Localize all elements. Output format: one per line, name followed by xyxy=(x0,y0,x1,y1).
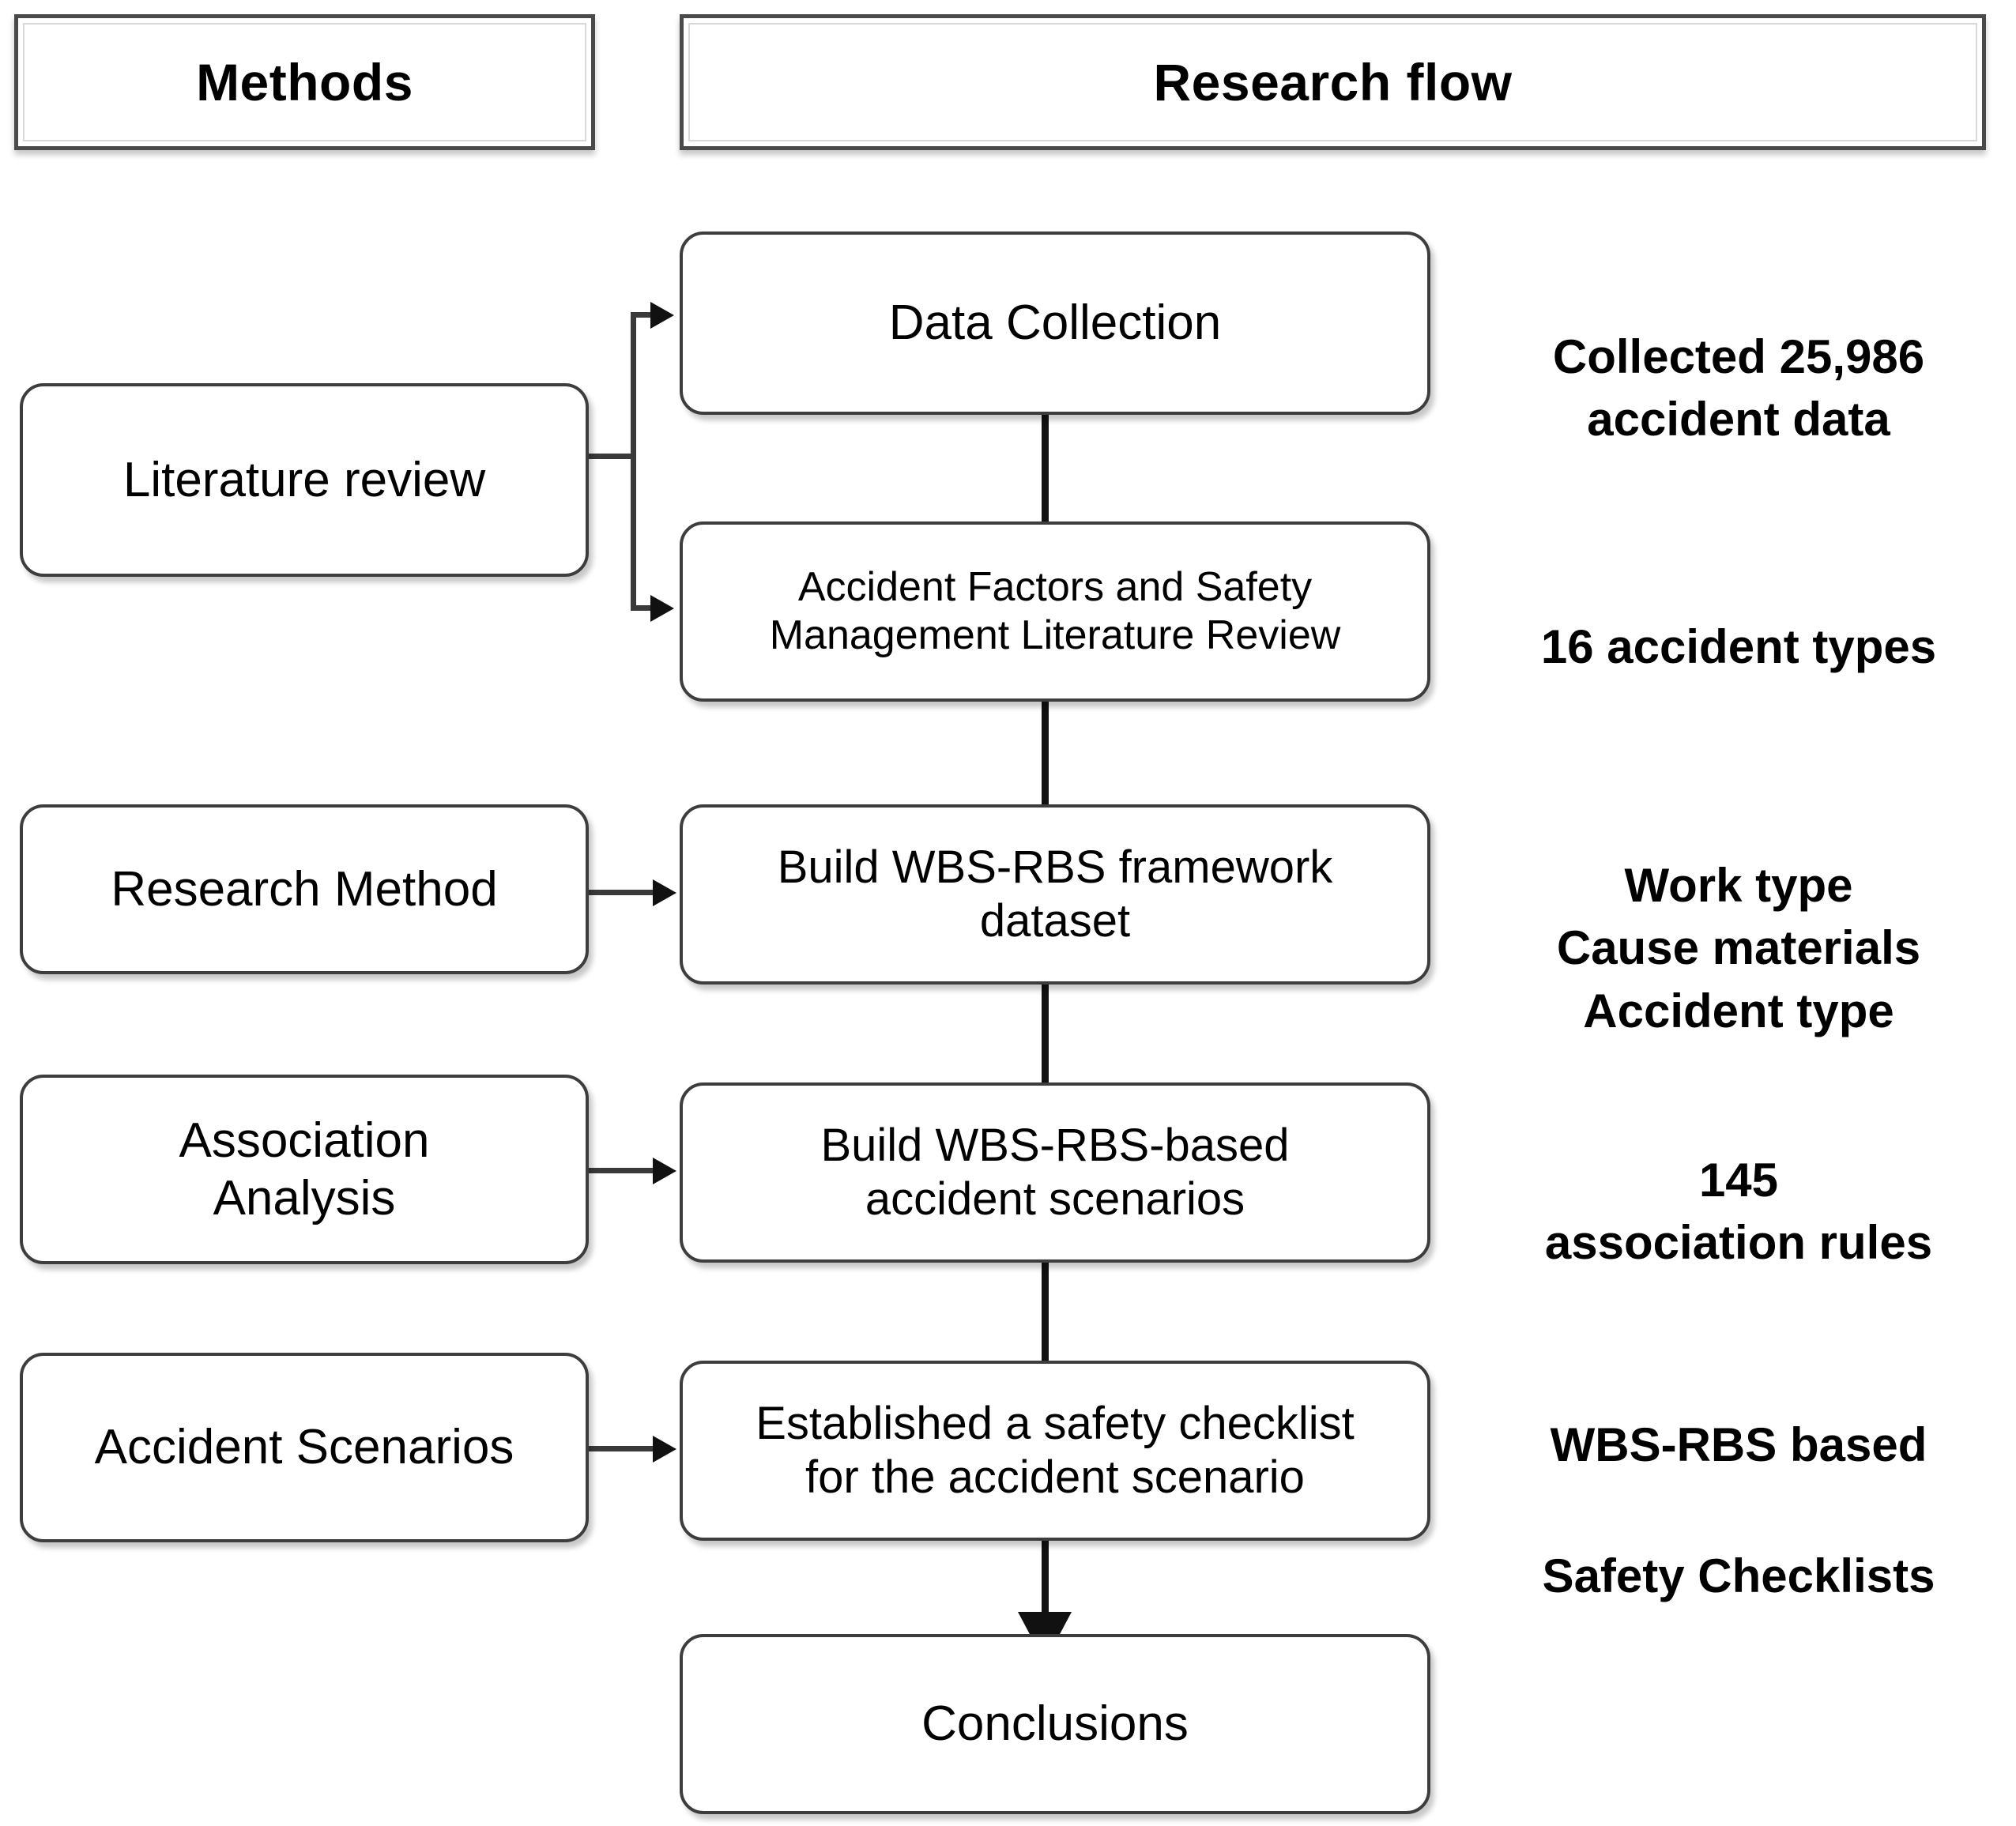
node-established-safety-checklist[interactable]: Established a safety checklist for the a… xyxy=(680,1361,1430,1541)
annotation-safety-checklists-label: Safety Checklists xyxy=(1542,1549,1935,1603)
annotation-collected-accident-data-label: Collected 25,986 accident data xyxy=(1552,330,1925,446)
annotation-safety-checklists: Safety Checklists xyxy=(1466,1482,2011,1607)
connector-literature-review-stub xyxy=(589,454,636,459)
node-accident-scenarios[interactable]: Accident Scenarios xyxy=(20,1353,589,1542)
connector-branch-upper xyxy=(631,312,662,318)
annotation-accident-types: 16 accident types xyxy=(1466,553,2011,678)
node-literature-review[interactable]: Literature review xyxy=(20,383,589,577)
connector-scenarios-to-checklist xyxy=(1042,1255,1049,1369)
connector-literature-review-riser xyxy=(631,314,636,611)
header-methods-label: Methods xyxy=(196,53,413,111)
node-data-collection-label: Data Collection xyxy=(888,296,1222,351)
header-methods: Methods xyxy=(14,14,595,150)
connector-framework-to-scenarios xyxy=(1042,976,1049,1090)
arrowhead-data-collection-icon xyxy=(650,302,674,329)
annotation-wbs-rbs-dimensions: Work type Cause materials Accident type xyxy=(1466,792,2011,1042)
connector-research-method-to-framework xyxy=(589,890,664,895)
annotation-wbs-rbs-dimensions-label: Work type Cause materials Accident type xyxy=(1556,859,1921,1037)
node-build-wbs-rbs-framework-dataset[interactable]: Build WBS-RBS framework dataset xyxy=(680,804,1430,985)
header-research-flow: Research flow xyxy=(680,14,1986,150)
annotation-wbs-rbs-based-label: WBS-RBS based xyxy=(1550,1418,1927,1472)
annotation-association-rules-label: 145 association rules xyxy=(1544,1154,1933,1270)
arrowhead-framework-icon xyxy=(653,879,676,906)
node-research-method-label: Research Method xyxy=(111,861,498,917)
arrowhead-scenarios-icon xyxy=(653,1158,676,1184)
annotation-association-rules: 145 association rules xyxy=(1466,1086,2011,1274)
arrowhead-checklist-icon xyxy=(653,1436,676,1463)
connector-checklist-to-conclusions xyxy=(1042,1525,1049,1620)
annotation-collected-accident-data: Collected 25,986 accident data xyxy=(1466,263,2011,451)
node-data-collection[interactable]: Data Collection xyxy=(680,232,1430,415)
node-conclusions[interactable]: Conclusions xyxy=(680,1634,1430,1814)
connector-literature-review-to-framework xyxy=(1042,695,1049,810)
connector-association-analysis-to-scenarios xyxy=(589,1168,664,1173)
header-research-flow-label: Research flow xyxy=(1153,53,1513,111)
annotation-accident-types-label: 16 accident types xyxy=(1540,620,1937,674)
connector-accident-scenarios-to-checklist xyxy=(589,1446,664,1451)
node-accident-factors-literature-review-label: Accident Factors and Safety Management L… xyxy=(769,563,1341,658)
node-build-wbs-rbs-accident-scenarios-label: Build WBS-RBS-based accident scenarios xyxy=(820,1119,1290,1225)
node-conclusions-label: Conclusions xyxy=(921,1696,1189,1752)
node-established-safety-checklist-label: Established a safety checklist for the a… xyxy=(756,1397,1355,1503)
node-accident-scenarios-label: Accident Scenarios xyxy=(94,1420,514,1475)
node-association-analysis[interactable]: Association Analysis xyxy=(20,1075,589,1264)
connector-data-collection-to-literature-review xyxy=(1042,411,1049,529)
node-build-wbs-rbs-accident-scenarios[interactable]: Build WBS-RBS-based accident scenarios xyxy=(680,1082,1430,1263)
connector-branch-lower xyxy=(631,605,662,611)
arrowhead-literature-review-box-icon xyxy=(650,595,674,622)
node-accident-factors-literature-review[interactable]: Accident Factors and Safety Management L… xyxy=(680,521,1430,702)
annotation-wbs-rbs-based: WBS-RBS based xyxy=(1466,1351,2011,1476)
node-build-wbs-rbs-framework-dataset-label: Build WBS-RBS framework dataset xyxy=(777,841,1333,947)
node-research-method[interactable]: Research Method xyxy=(20,804,589,974)
node-association-analysis-label: Association Analysis xyxy=(179,1113,430,1225)
node-literature-review-label: Literature review xyxy=(122,452,486,507)
